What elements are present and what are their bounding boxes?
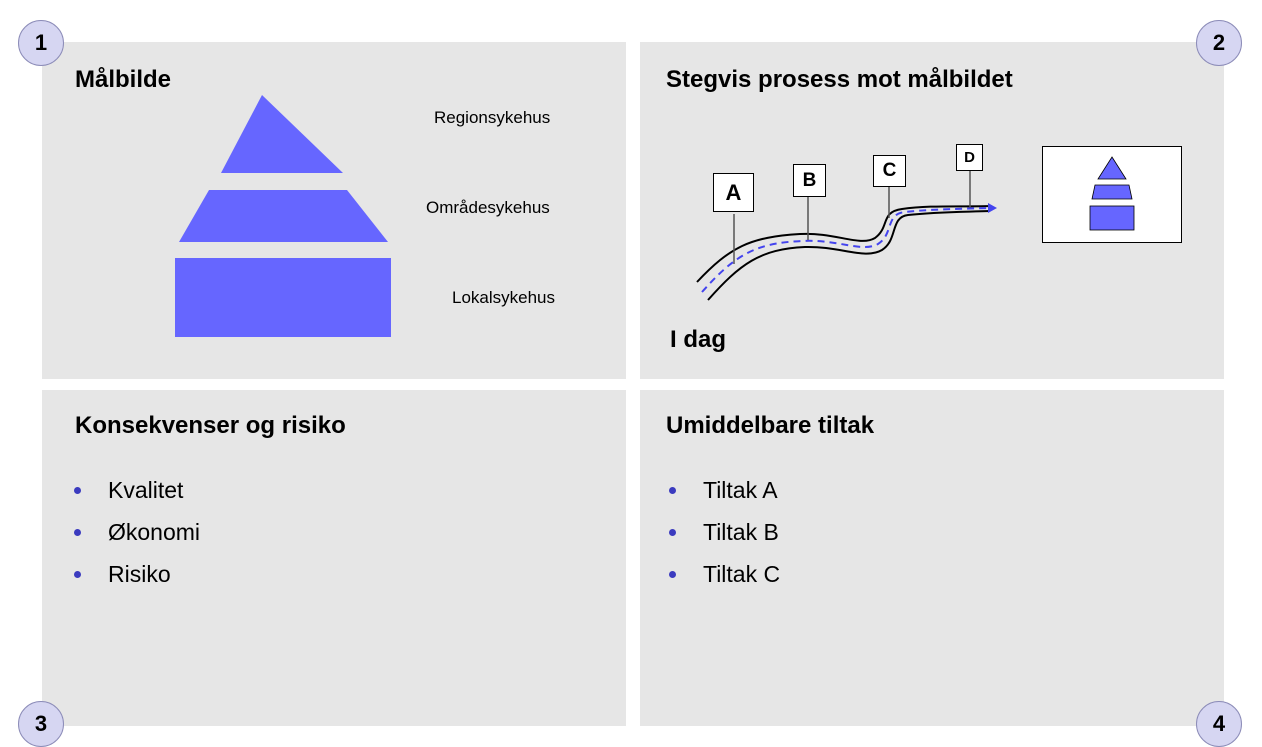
step-marker-c: C	[873, 155, 906, 187]
bullet-icon	[669, 487, 676, 494]
mini-pyramid-middle	[1091, 184, 1133, 200]
bullet-icon	[669, 571, 676, 578]
pyramid-top	[221, 95, 343, 173]
step-marker-a: A	[713, 173, 754, 212]
list-item: Tiltak A	[669, 469, 780, 511]
bullet-icon	[74, 487, 81, 494]
quadrant-title: Stegvis prosess mot målbildet	[666, 66, 1013, 93]
road-edge-lower	[707, 210, 991, 301]
quadrant-number-badge-2: 2	[1196, 20, 1242, 66]
quadrant-number-badge-1: 1	[18, 20, 64, 66]
mini-pyramid-top	[1097, 156, 1127, 180]
target-box	[1042, 146, 1182, 243]
process-path-diagram	[696, 171, 997, 301]
quadrant-number-badge-3: 3	[18, 701, 64, 747]
mini-pyramid	[1089, 156, 1135, 231]
pyramid-middle	[179, 190, 388, 242]
step-marker-b: B	[793, 164, 826, 197]
quadrant-konsekvenser: Konsekvenser og risiko Kvalitet Økonomi …	[42, 390, 626, 726]
bullet-icon	[74, 571, 81, 578]
bullet-list: Tiltak A Tiltak B Tiltak C	[669, 469, 780, 595]
quadrant-title: Umiddelbare tiltak	[666, 412, 875, 439]
quadrant-stegvis-prosess: Stegvis prosess mot målbildet A B C D I …	[640, 42, 1224, 379]
route-arrowhead	[988, 203, 997, 213]
pyramid-base	[175, 258, 391, 337]
bullet-list: Kvalitet Økonomi Risiko	[74, 469, 200, 595]
mini-pyramid-base	[1089, 205, 1135, 231]
level-label-region: Regionsykehus	[434, 108, 551, 127]
quadrant-title: Konsekvenser og risiko	[75, 412, 346, 439]
pyramid-diagram	[175, 95, 391, 337]
level-label-lokal: Lokalsykehus	[452, 288, 556, 307]
quadrant-title: Målbilde	[75, 66, 172, 93]
step-marker-d: D	[956, 144, 983, 171]
list-item: Tiltak C	[669, 553, 780, 595]
road-edge-upper	[696, 205, 991, 283]
level-label-omrade: Områdesykehus	[426, 198, 550, 217]
today-label: I dag	[670, 326, 727, 353]
quadrant-umiddelbare-tiltak: Umiddelbare tiltak Tiltak A Tiltak B Til…	[640, 390, 1224, 726]
bullet-icon	[669, 529, 676, 536]
list-item: Tiltak B	[669, 511, 780, 553]
quadrant-number-badge-4: 4	[1196, 701, 1242, 747]
quadrant-malbilde: Målbilde Regionsykehus Områdesykehus Lok…	[42, 42, 626, 379]
bullet-icon	[74, 529, 81, 536]
list-item: Økonomi	[74, 511, 200, 553]
list-item: Kvalitet	[74, 469, 200, 511]
list-item: Risiko	[74, 553, 200, 595]
